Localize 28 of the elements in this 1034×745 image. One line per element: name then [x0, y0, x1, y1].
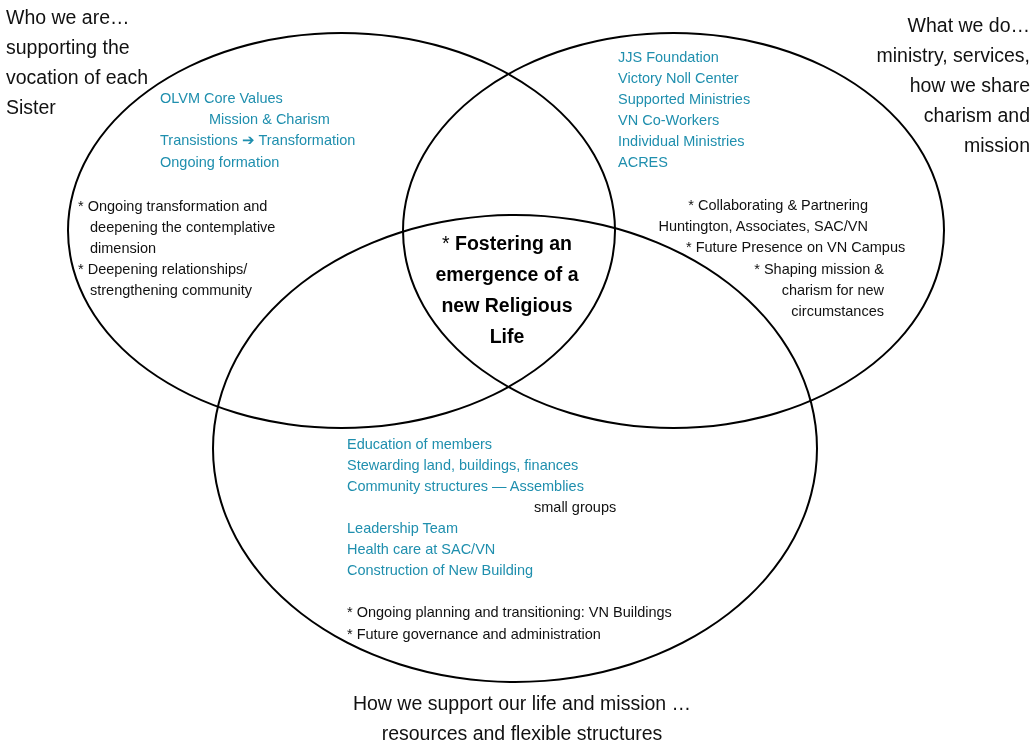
set-heading: What we do… ministry, services, how we share charism and mission — [875, 13, 1030, 158]
bullet-note: * Shaping mission & charism for new circumstances — [753, 260, 884, 321]
center-statement: *Fostering an emergence of a new Religious Life — [434, 231, 580, 349]
list-item: Community structures — Assemblies — [347, 477, 585, 496]
set-heading: How we support our life and mission … resources and flexible structures — [352, 691, 692, 745]
list-item: Mission & Charism — [209, 110, 331, 129]
bullet-note: * Ongoing planning and transitioning: VN Buildings — [347, 603, 673, 622]
list-item: Supported Ministries — [618, 90, 752, 109]
bullet-note: * Deepening relationships/ strengthening community — [78, 260, 253, 300]
list-item: Health care at SAC/VN — [347, 540, 497, 559]
bullet-note: small groups — [534, 498, 618, 517]
list-item: VN Co-Workers — [618, 111, 721, 130]
set-heading: Who we are… supporting the vocation of each Sister — [6, 5, 149, 120]
list-item: Ongoing formation — [160, 153, 281, 172]
list-item: Transistions ➔ Transformation — [160, 131, 357, 150]
list-item: JJS Foundation — [618, 48, 720, 67]
list-item: Victory Noll Center — [618, 69, 740, 88]
list-item: Education of members — [347, 435, 494, 454]
list-item: Leadership Team — [347, 519, 459, 538]
list-item: Construction of New Building — [347, 561, 535, 580]
list-item: Individual Ministries — [618, 132, 746, 151]
bullet-note: * Collaborating & Partnering Huntington, Associates, SAC/VN — [657, 196, 868, 236]
list-item: ACRES — [618, 153, 669, 172]
list-item: Stewarding land, buildings, finances — [347, 456, 580, 475]
bullet-note: * Future Presence on VN Campus — [686, 238, 907, 257]
bullet-note: * Ongoing transformation and deepening the contemplative dimension — [78, 197, 277, 258]
list-item: OLVM Core Values — [160, 89, 284, 108]
bullet-note: * Future governance and administration — [347, 625, 602, 644]
